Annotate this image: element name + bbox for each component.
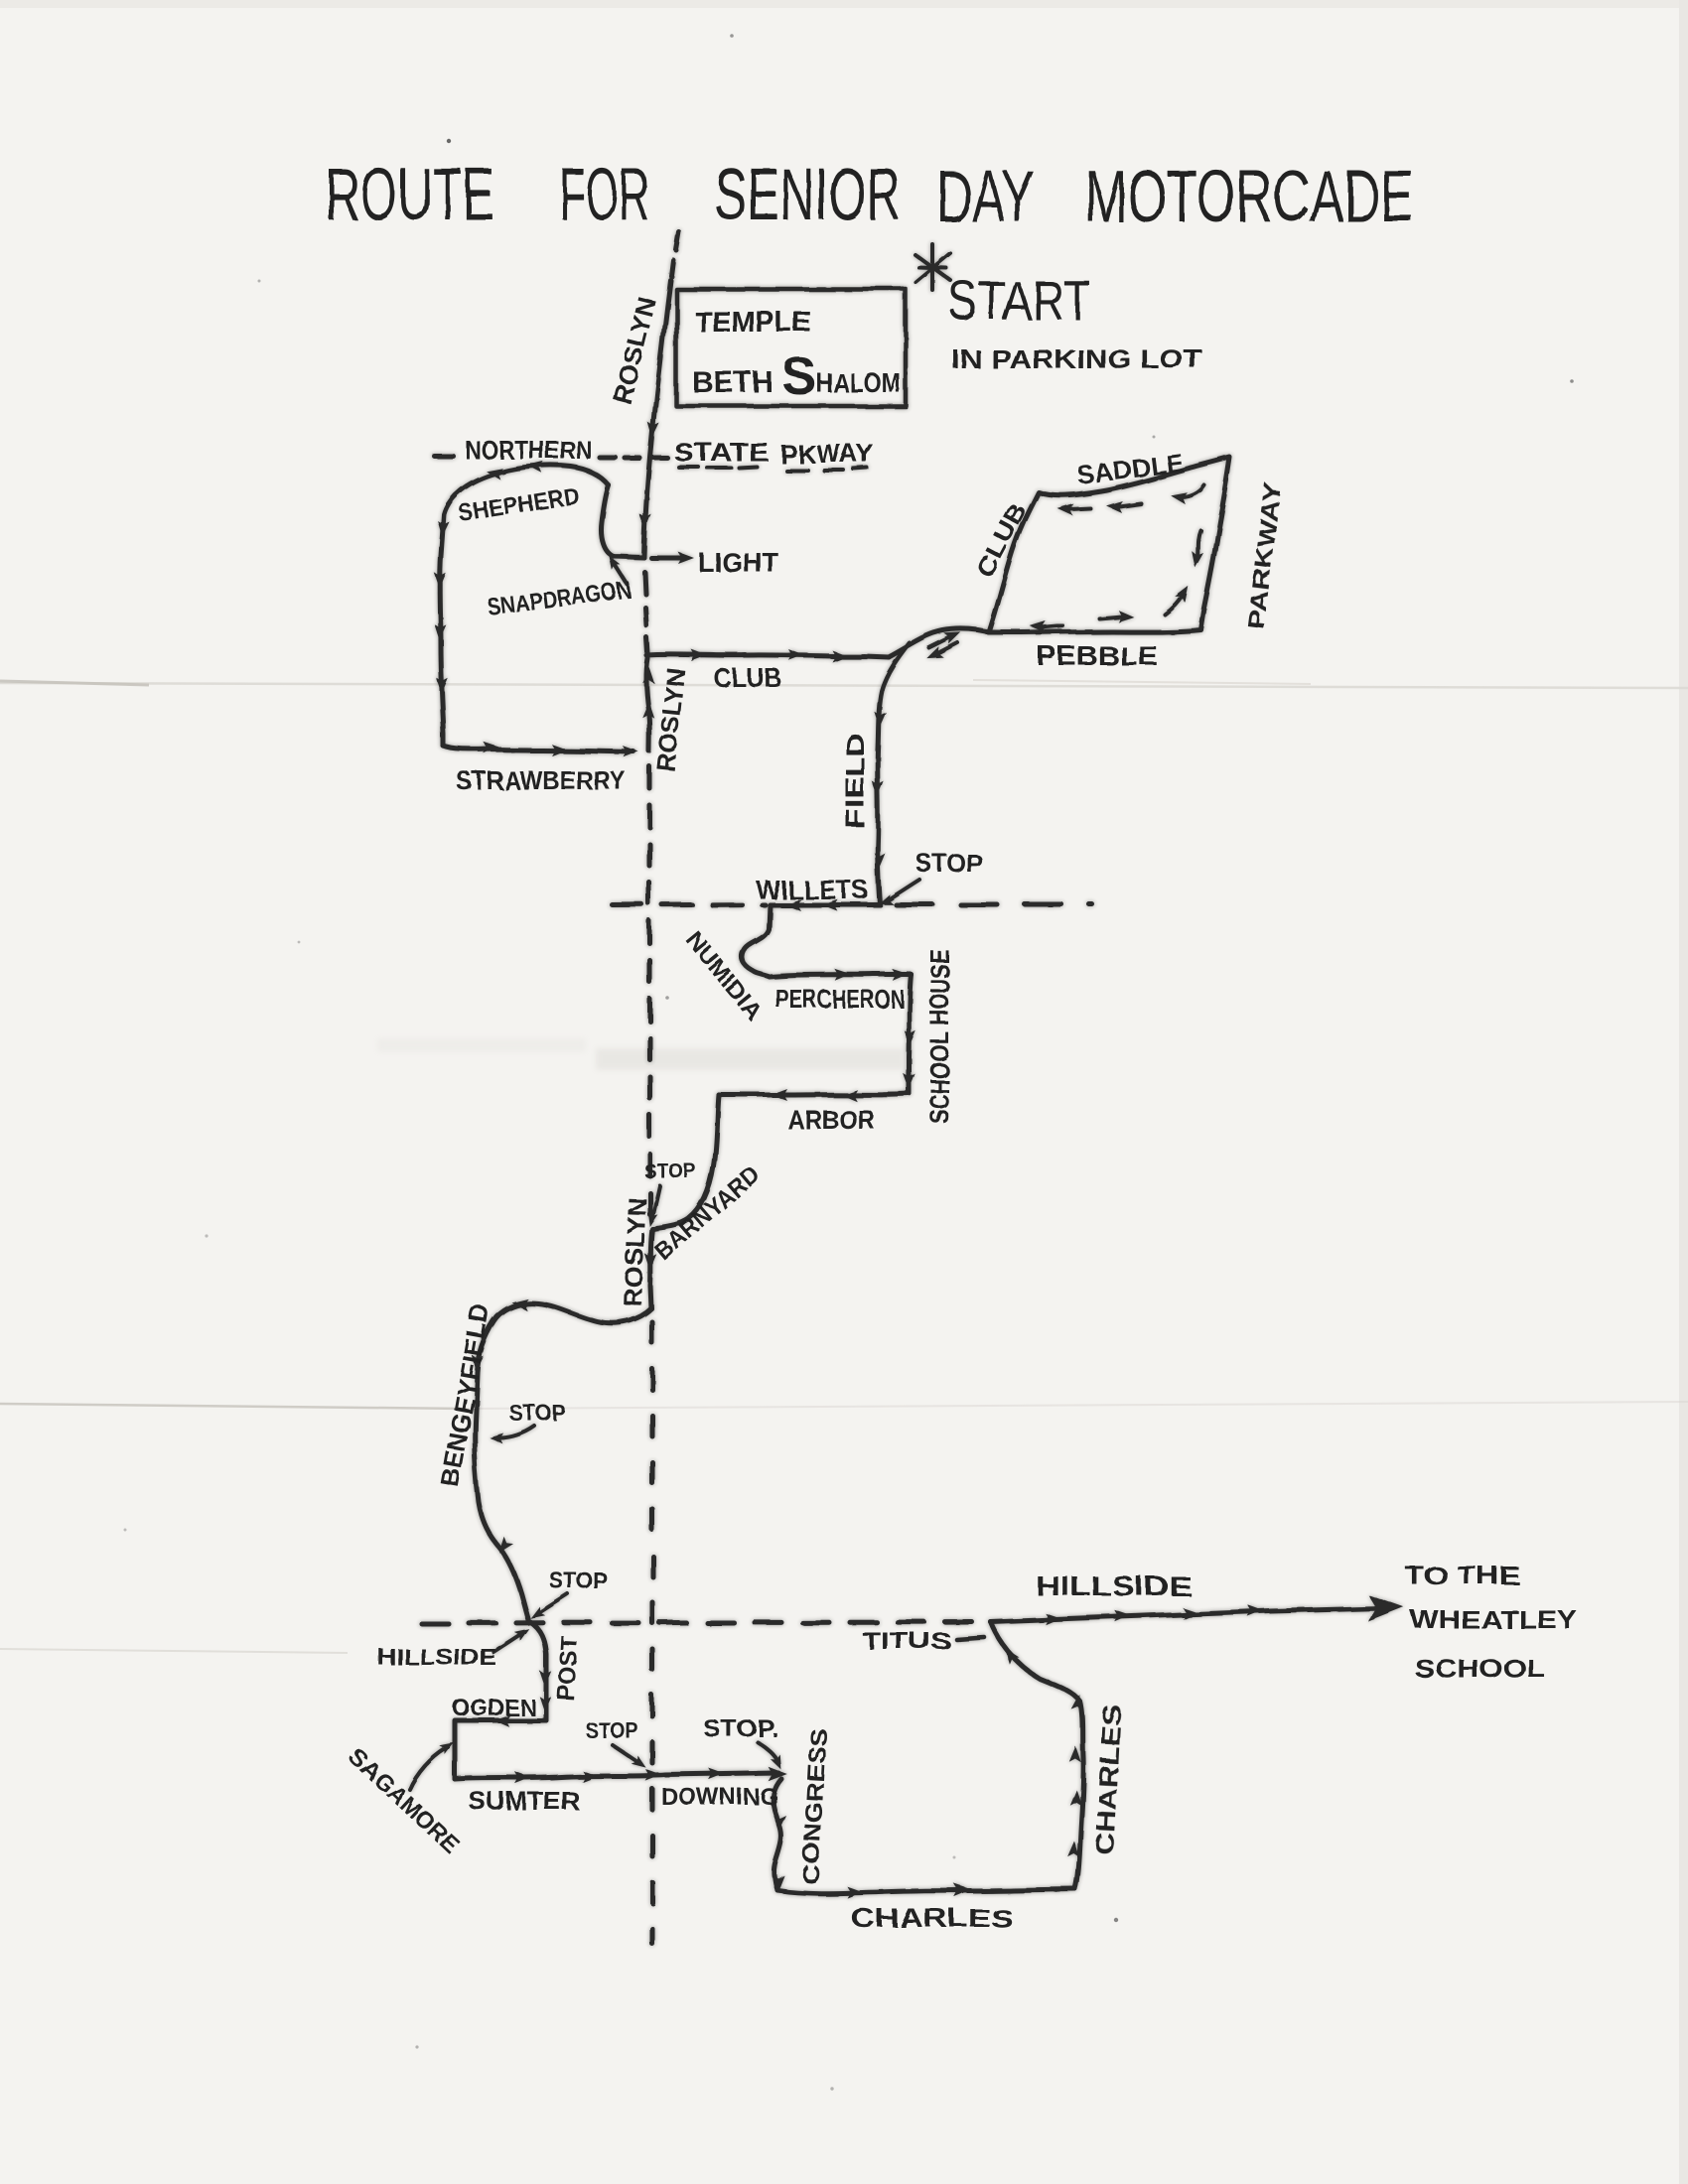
- svg-text:MOTORCADE: MOTORCADE: [1084, 155, 1414, 237]
- svg-text:STOP: STOP: [586, 1718, 638, 1743]
- svg-text:ROSLYN: ROSLYN: [618, 1195, 651, 1307]
- svg-text:S: S: [782, 348, 817, 406]
- svg-text:BETH: BETH: [692, 366, 774, 399]
- svg-text:FIELD: FIELD: [840, 733, 870, 829]
- svg-text:TEMPLE: TEMPLE: [694, 306, 811, 339]
- svg-text:PERCHERON: PERCHERON: [775, 984, 905, 1014]
- svg-text:HILLSIDE: HILLSIDE: [377, 1644, 496, 1671]
- svg-text:STOP: STOP: [509, 1401, 566, 1426]
- svg-text:PEBBLE: PEBBLE: [1037, 640, 1158, 671]
- svg-text:START: START: [948, 269, 1091, 332]
- svg-text:POST: POST: [553, 1635, 583, 1703]
- svg-text:ARBOR: ARBOR: [787, 1105, 875, 1135]
- svg-text:OGDEN: OGDEN: [452, 1695, 536, 1721]
- svg-text:SUMTER: SUMTER: [469, 1786, 580, 1816]
- svg-text:TO THE: TO THE: [1405, 1561, 1520, 1590]
- svg-text:NORTHERN: NORTHERN: [465, 435, 592, 465]
- svg-text:FOR: FOR: [559, 153, 649, 235]
- svg-text:ROUTE: ROUTE: [325, 153, 494, 235]
- svg-text:TITUS: TITUS: [862, 1628, 951, 1655]
- svg-text:DAY: DAY: [936, 155, 1034, 237]
- svg-text:CHARLES: CHARLES: [851, 1903, 1013, 1933]
- svg-text:STOP: STOP: [549, 1568, 607, 1594]
- svg-text:WILLETS: WILLETS: [756, 875, 869, 904]
- svg-text:LIGHT: LIGHT: [698, 547, 778, 578]
- svg-text:STOP: STOP: [643, 1160, 696, 1182]
- svg-text:IN PARKING LOT: IN PARKING LOT: [951, 344, 1203, 374]
- svg-text:WHEATLEY: WHEATLEY: [1410, 1604, 1577, 1634]
- svg-text:STATE: STATE: [673, 437, 769, 467]
- svg-text:STRAWBERRY: STRAWBERRY: [456, 765, 626, 795]
- svg-text:SCHOOL: SCHOOL: [1415, 1654, 1546, 1684]
- svg-text:STOP.: STOP.: [703, 1715, 778, 1742]
- svg-text:HILLSIDE: HILLSIDE: [1036, 1570, 1192, 1601]
- svg-text:SCHOOL HOUSE: SCHOOL HOUSE: [924, 949, 954, 1124]
- svg-text:DOWNING: DOWNING: [661, 1784, 778, 1811]
- svg-text:CLUB: CLUB: [713, 662, 781, 692]
- svg-text:STOP: STOP: [915, 848, 982, 878]
- svg-text:HALOM: HALOM: [816, 367, 901, 398]
- svg-text:PKWAY: PKWAY: [779, 439, 874, 469]
- svg-text:SENIOR: SENIOR: [714, 153, 902, 235]
